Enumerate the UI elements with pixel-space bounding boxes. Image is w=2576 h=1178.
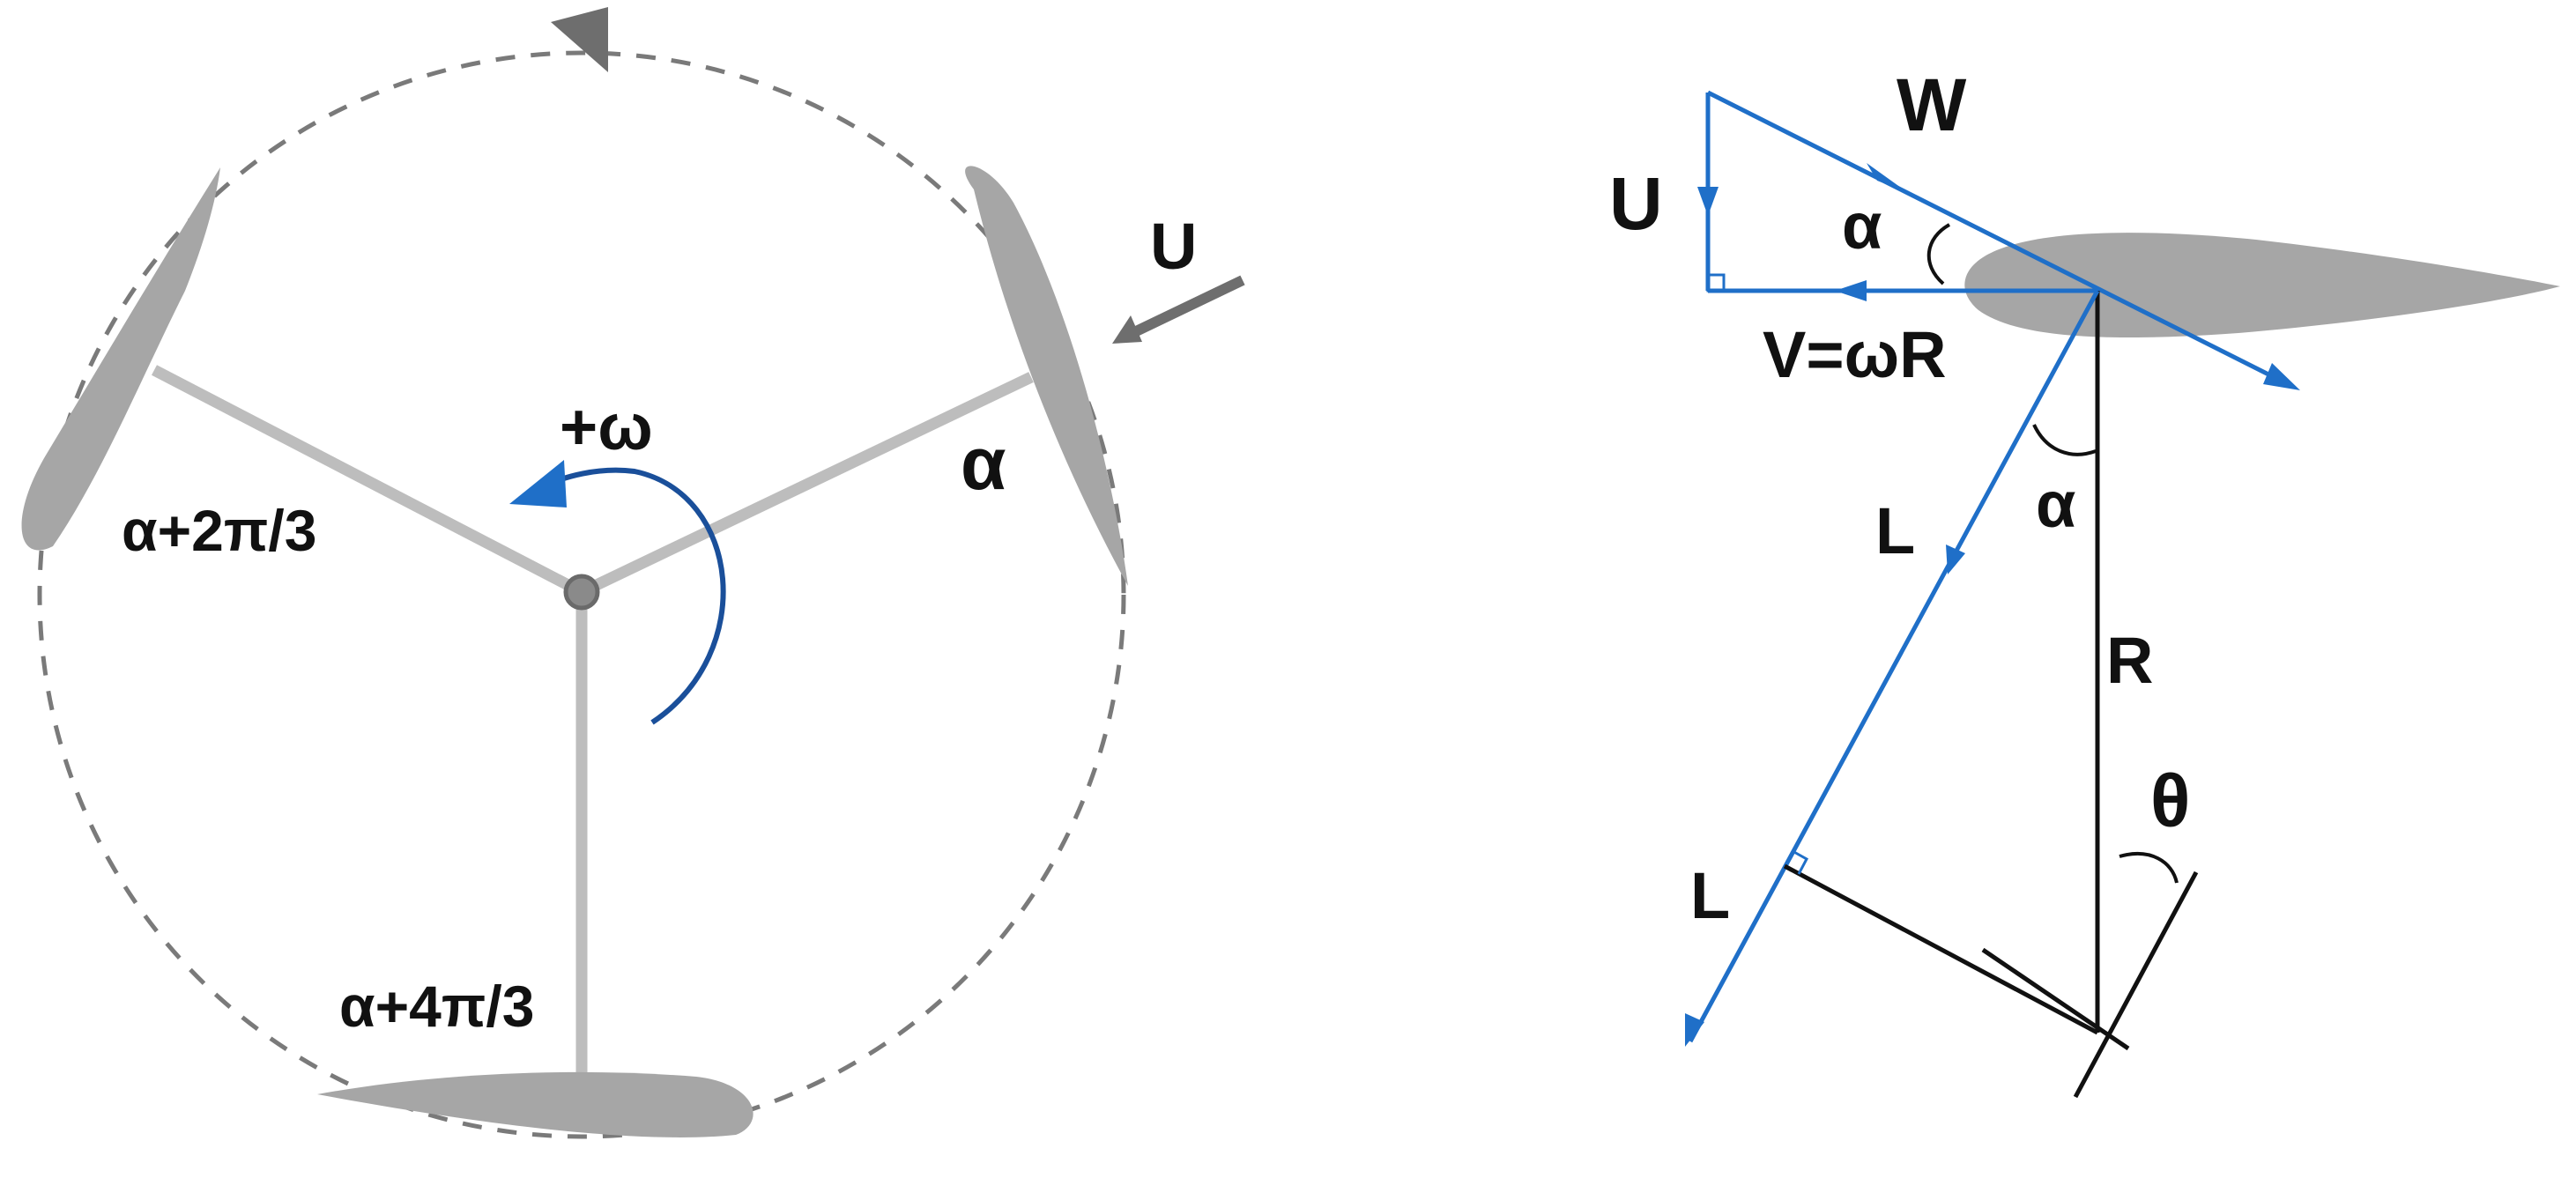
azimuth-reference-line	[2073, 871, 2199, 1099]
lift-label-upper: L	[1875, 494, 1915, 567]
orbit-direction-arrowhead	[551, 7, 608, 72]
wind-vector-u-arrowhead	[1697, 187, 1719, 216]
wind-vector-label: U	[1609, 162, 1663, 245]
wind-arrowhead	[1112, 315, 1142, 344]
radius-label: R	[2106, 624, 2153, 697]
right-angle-marker-lower	[1792, 849, 1809, 875]
rotor-arm-1	[579, 372, 1034, 597]
perpendicular-line	[1783, 863, 2099, 1035]
blade-3	[317, 1071, 753, 1137]
azimuth-label: θ	[2150, 759, 2190, 842]
rotation-arrowhead	[509, 460, 567, 508]
relative-velocity-w-arrowhead-end	[2263, 363, 2300, 390]
rotor-diagram: +ω U α α+2π/3 α+4π/3	[21, 7, 1245, 1139]
tangential-vector-v-arrowhead	[1835, 280, 1867, 301]
blade-orbit-circle	[37, 50, 1126, 1139]
azimuth-tick-line	[1981, 947, 2130, 1051]
rotation-label: +ω	[560, 390, 653, 463]
blade-1-angle-label: α	[961, 422, 1006, 505]
blade-2-angle-label: α+2π/3	[122, 498, 316, 563]
rotor-hub	[563, 574, 600, 611]
lift-vector-arrowhead-end	[1685, 1013, 1704, 1047]
relative-velocity-w-arrowhead-mid	[1867, 163, 1907, 192]
lift-vector	[1688, 289, 2100, 1043]
lift-vector-arrowhead-mid	[1946, 545, 1965, 574]
wind-label: U	[1150, 210, 1197, 283]
alpha-arc-lower	[2032, 424, 2097, 456]
blade-3-angle-label: α+4π/3	[339, 974, 534, 1039]
rotor-arm-2	[152, 365, 584, 597]
alpha-arc-upper	[1926, 223, 1951, 285]
angle-of-attack-upper-label: α	[1842, 189, 1882, 263]
wind-arrow-shaft	[1130, 275, 1245, 338]
blade-2	[21, 167, 220, 551]
tangential-velocity-label: V=ωR	[1763, 318, 1947, 391]
lift-label-lower: L	[1690, 859, 1730, 932]
blade-1	[965, 166, 1128, 587]
right-angle-marker-top	[1706, 273, 1726, 293]
rotation-arc	[536, 467, 726, 725]
vector-diagram: W U V=ωR α α L L R θ	[1609, 63, 2560, 1099]
relative-velocity-label: W	[1897, 63, 1967, 146]
theta-arc	[2119, 851, 2179, 884]
angle-of-attack-lower-label: α	[2036, 468, 2076, 541]
relative-velocity-w	[1706, 90, 2293, 389]
airfoil	[1964, 233, 2560, 338]
